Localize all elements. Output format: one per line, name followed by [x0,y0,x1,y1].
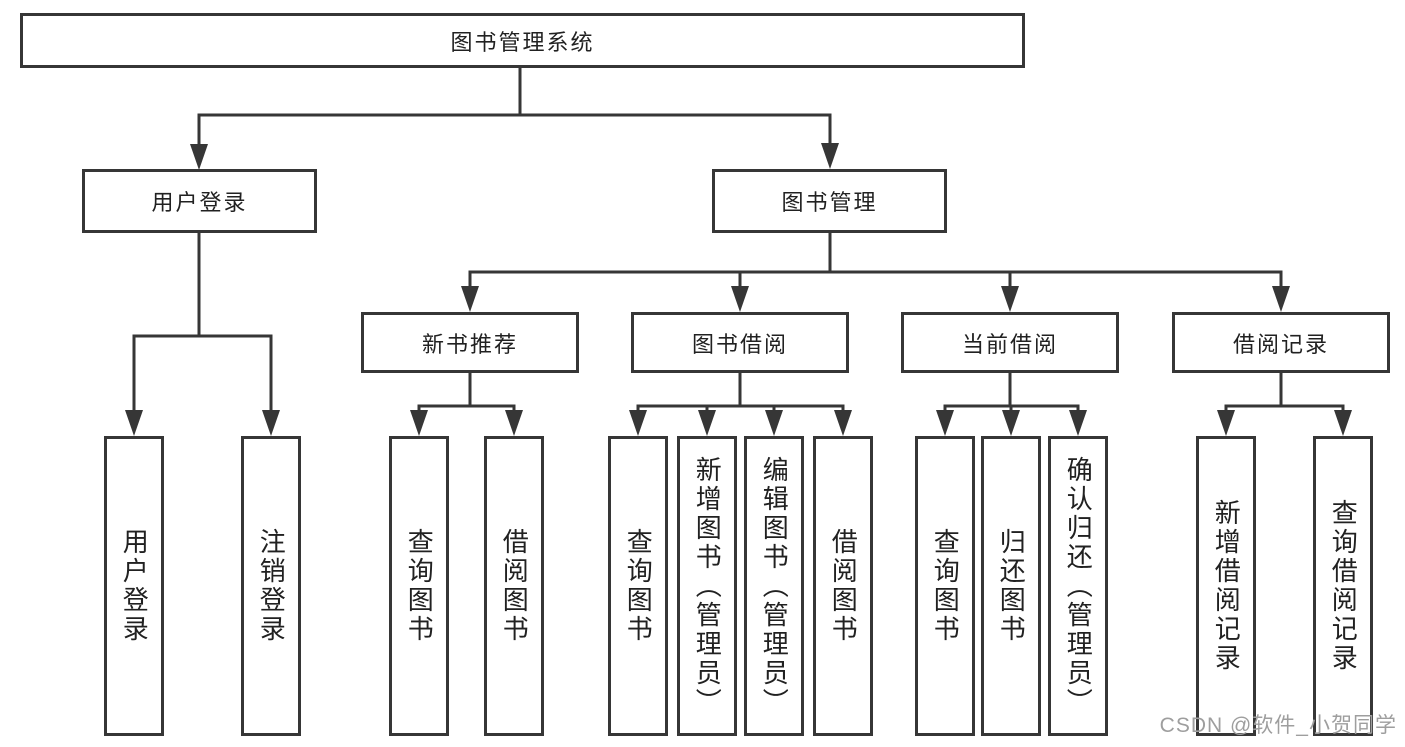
leaf-newbook-borrow-books: 借阅图书 [484,436,544,736]
leaf-records-query-record: 查询借阅记录 [1313,436,1373,736]
leaf-current-query-books-label: 查询图书 [930,528,961,644]
csdn-watermark: CSDN @软件_小贺同学 [1159,714,1397,737]
leaf-current-return-books-label: 归还图书 [996,528,1027,644]
node-library-system-label: 图书管理系统 [450,29,595,55]
node-user-login-label: 用户登录 [151,190,248,215]
leaf-current-return-books: 归还图书 [981,436,1041,736]
leaf-borrow-borrow-books: 借阅图书 [813,436,873,736]
leaf-current-confirm-return-admin-label: 确认归还（管理员） [1063,455,1094,717]
node-book-management-label: 图书管理 [781,190,878,215]
node-borrow-records: 借阅记录 [1172,312,1390,373]
leaf-records-add-record: 新增借阅记录 [1196,436,1256,736]
leaf-newbook-borrow-books-label: 借阅图书 [499,528,530,644]
node-book-borrow-label: 图书借阅 [691,331,788,357]
leaf-user-login: 用户登录 [104,436,164,736]
leaf-current-confirm-return-admin: 确认归还（管理员） [1048,436,1108,736]
node-borrow-records-label: 借阅记录 [1232,331,1329,357]
node-new-book-recommend-label: 新书推荐 [421,331,518,357]
leaf-borrow-query-books-label: 查询图书 [623,528,654,644]
leaf-logout-login-label: 注销登录 [256,528,287,644]
node-user-login: 用户登录 [82,169,317,233]
leaf-records-query-record-label: 查询借阅记录 [1328,499,1359,673]
leaf-current-query-books: 查询图书 [915,436,975,736]
node-library-system: 图书管理系统 [20,13,1025,68]
leaf-borrow-edit-books-admin: 编辑图书（管理员） [744,436,804,736]
leaf-borrow-add-books-admin: 新增图书（管理员） [677,436,737,736]
node-current-borrow-label: 当前借阅 [961,331,1058,357]
leaf-borrow-query-books: 查询图书 [608,436,668,736]
leaf-newbook-query-books: 查询图书 [389,436,449,736]
leaf-borrow-add-books-admin-label: 新增图书（管理员） [692,455,723,717]
node-current-borrow: 当前借阅 [901,312,1119,373]
leaf-user-login-label: 用户登录 [119,528,150,644]
leaf-logout-login: 注销登录 [241,436,301,736]
leaf-borrow-edit-books-admin-label: 编辑图书（管理员） [759,455,790,717]
node-book-borrow: 图书借阅 [631,312,849,373]
leaf-records-add-record-label: 新增借阅记录 [1211,499,1242,673]
node-new-book-recommend: 新书推荐 [361,312,579,373]
leaf-borrow-borrow-books-label: 借阅图书 [828,528,859,644]
node-book-management: 图书管理 [712,169,947,233]
leaf-newbook-query-books-label: 查询图书 [404,528,435,644]
